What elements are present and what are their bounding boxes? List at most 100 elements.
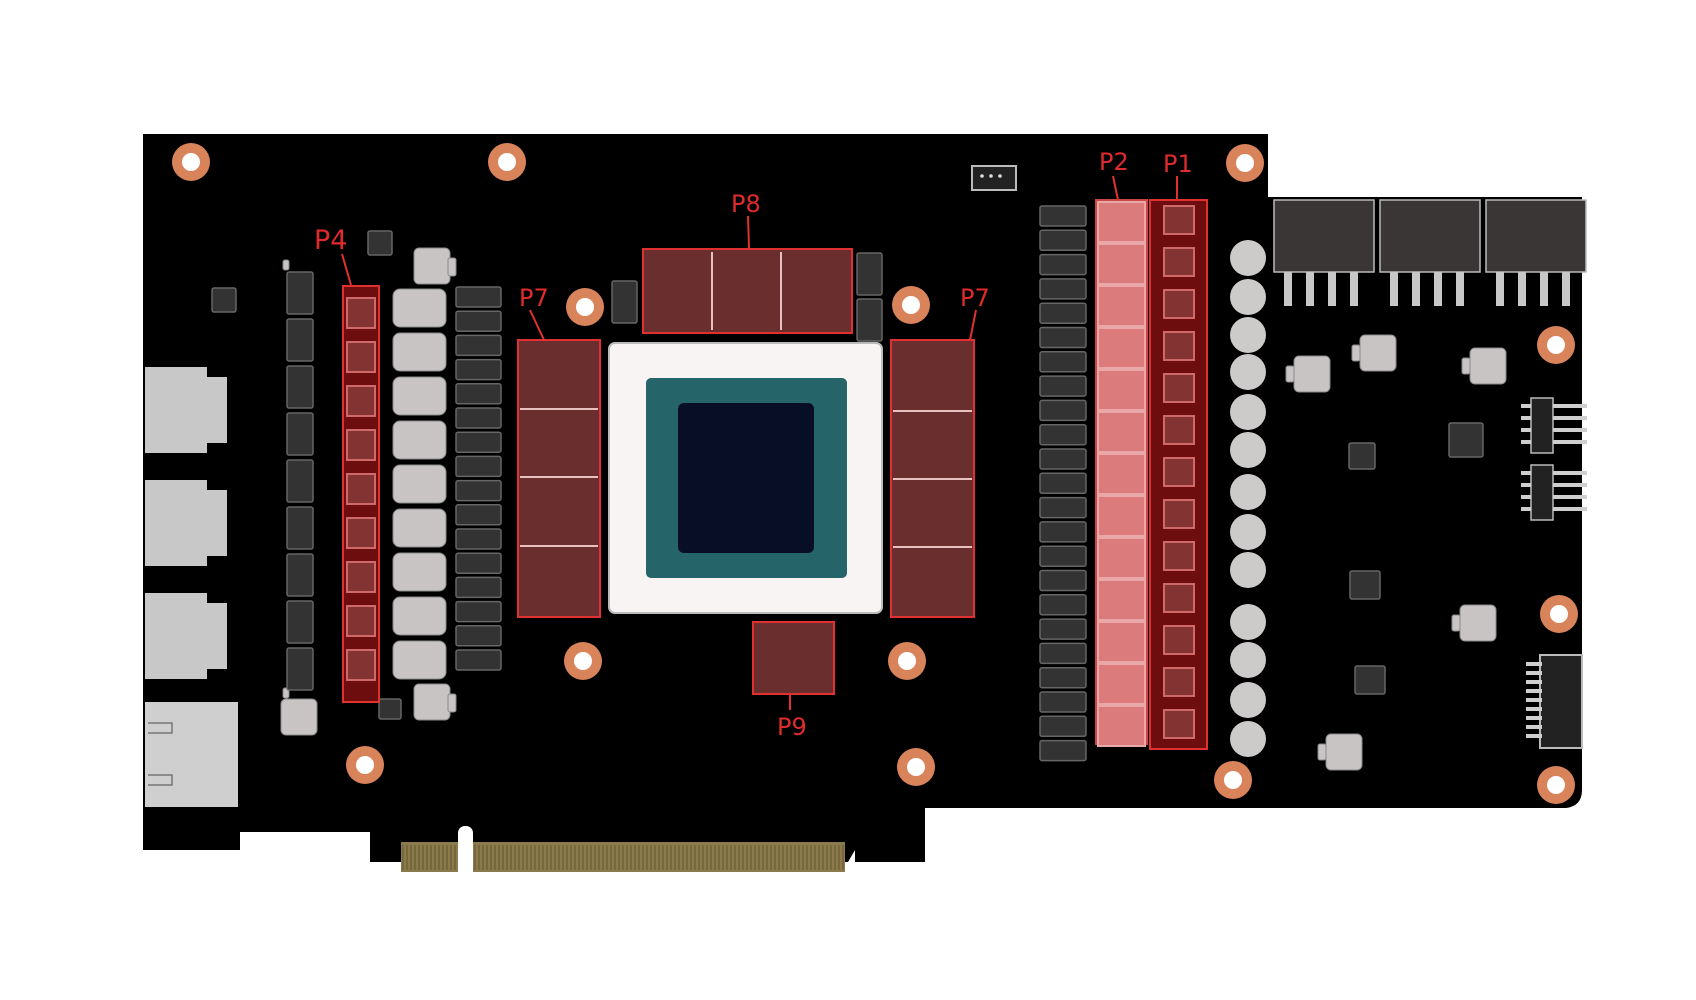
pad-p1-cell	[1163, 709, 1195, 739]
mounting-hole-center	[576, 298, 594, 316]
power-stage	[1039, 496, 1087, 519]
pin-header-pin	[1521, 495, 1531, 499]
displayport-marks	[148, 722, 173, 786]
pin-header-pin	[1553, 416, 1587, 420]
capacitor	[1359, 334, 1397, 372]
pad-p1-cell	[1163, 247, 1195, 277]
capacitor	[1469, 347, 1507, 385]
pad-p2-cell	[1097, 663, 1146, 705]
pad-p4-cell	[346, 517, 376, 549]
display-outputs	[145, 367, 238, 807]
components	[211, 165, 1587, 771]
capacitor-lead	[282, 259, 290, 271]
power-stage	[1039, 666, 1087, 689]
capacitor-lead	[1461, 357, 1471, 375]
power-stage	[1039, 423, 1087, 446]
hdmi-port-3	[145, 593, 207, 679]
inductor	[392, 332, 447, 372]
power-connector-pin	[1434, 272, 1442, 306]
hdmi-port-2-tab	[205, 490, 227, 556]
power-stage	[455, 286, 502, 308]
mosfet	[286, 365, 314, 409]
power-stage	[1039, 375, 1087, 397]
ribbon-connector-pin	[1526, 680, 1542, 684]
capacitor-lead	[1317, 743, 1327, 761]
pcie-connector-short	[401, 842, 458, 872]
pad-p9	[752, 621, 835, 695]
pad-p1-cell	[1163, 457, 1195, 487]
pad-p1-cell	[1163, 583, 1195, 613]
ic-chip	[1348, 442, 1376, 470]
capacitor	[1230, 682, 1266, 718]
pad-p1-cell	[1163, 331, 1195, 361]
capacitor	[1230, 354, 1266, 390]
mosfet	[286, 459, 314, 503]
power-stage	[1039, 326, 1087, 349]
displayport	[145, 702, 238, 807]
pad-p2-cell	[1097, 285, 1146, 327]
power-stage	[1039, 253, 1087, 276]
power-stage	[1039, 205, 1087, 227]
capacitor	[1230, 514, 1266, 550]
pad-p4-cell	[346, 605, 376, 637]
pcie-fingers	[402, 845, 844, 870]
power-stage	[455, 334, 502, 357]
power-stage	[1039, 594, 1087, 616]
pad-p1-cell	[1163, 373, 1195, 403]
pad-p8	[642, 248, 853, 334]
label-p9: P9	[777, 713, 807, 741]
power-stage	[1039, 569, 1087, 592]
pad-p2-cell	[1097, 243, 1146, 285]
pin-header-pin	[1521, 416, 1531, 420]
power-stage	[1039, 521, 1087, 543]
pad-p4-cell	[346, 473, 376, 505]
ribbon-connector	[1539, 654, 1583, 749]
pad-p2-cell	[1097, 411, 1146, 453]
pad-p2-cell	[1097, 579, 1146, 621]
pad-p4-cell	[346, 341, 376, 373]
ic-chip	[856, 298, 883, 342]
mosfet	[286, 600, 314, 644]
mounting-hole-center	[1236, 154, 1254, 172]
power-stage	[455, 649, 502, 671]
ic-chip	[856, 252, 883, 296]
ribbon-connector-pin	[1526, 698, 1542, 702]
mosfet	[286, 271, 314, 315]
power-connector-pin	[1518, 272, 1526, 306]
capacitor-lead	[447, 257, 457, 277]
ic-chip	[1349, 570, 1381, 600]
inductor	[392, 640, 447, 680]
power-connector-pin	[1328, 272, 1336, 306]
capacitor-lead	[1351, 344, 1361, 362]
capacitor	[280, 698, 318, 736]
fan-pin	[998, 174, 1002, 178]
mounting-hole-center	[902, 296, 920, 314]
power-stage	[1039, 399, 1087, 422]
power-stage	[455, 358, 502, 381]
hdmi-port-1-tab	[205, 377, 227, 443]
pad-p2-cell	[1097, 495, 1146, 537]
power-stage	[1039, 278, 1087, 300]
pad-p2-cell	[1097, 705, 1146, 747]
mounting-hole-center	[182, 153, 200, 171]
inductor	[392, 552, 447, 592]
mounting-holes	[172, 143, 1578, 804]
pad-p4-cell	[346, 297, 376, 329]
inductor	[392, 420, 447, 460]
label-p4: P4	[314, 225, 347, 256]
power-stage	[455, 455, 502, 478]
inductor	[392, 508, 447, 548]
power-stage	[1039, 351, 1087, 373]
power-stage	[1039, 302, 1087, 324]
pad-p1-cell	[1163, 415, 1195, 445]
capacitor	[1230, 721, 1266, 757]
mounting-hole-center	[1550, 605, 1568, 623]
pin-header-pin	[1521, 404, 1531, 408]
pcie-key-gap	[458, 826, 473, 872]
label-leaders	[341, 175, 1178, 710]
power-connector-pin	[1412, 272, 1420, 306]
mounting-hole-center	[898, 652, 916, 670]
inductor	[392, 376, 447, 416]
pad-p1-cell	[1163, 205, 1195, 235]
power-stage	[455, 600, 502, 623]
